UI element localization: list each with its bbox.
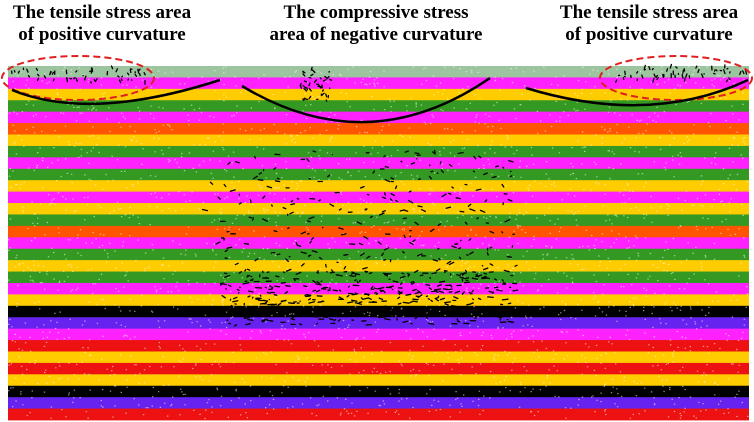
stratum-yellow (8, 180, 749, 193)
fracture-cluster-3 (299, 66, 333, 102)
fracture-cluster-5 (615, 63, 748, 83)
fracture-cluster-4 (10, 65, 146, 85)
stratum-blue (8, 317, 749, 330)
stratum-yellow (8, 203, 749, 215)
stratum-red (8, 340, 749, 352)
positive-curvature-line-right (525, 78, 749, 107)
stratum-green (8, 271, 749, 284)
stratum-magenta (8, 191, 749, 204)
stratum-orange (8, 225, 749, 238)
stratum-black (8, 305, 749, 318)
stratum-magenta (8, 237, 749, 250)
fracture-zone (10, 63, 748, 327)
stratum-orange (8, 123, 749, 135)
stratum-sage (8, 66, 749, 78)
tensile-label-left-line1: The tensile stress area (12, 2, 192, 23)
stratum-magenta (8, 157, 749, 170)
tensile-label-left: The tensile stress area of positive curv… (2, 2, 202, 46)
positive-curvature-line-left (11, 78, 221, 106)
rock-strata (8, 66, 749, 421)
fracture-cluster-2 (218, 268, 519, 327)
stratum-yellow (8, 134, 749, 147)
stratum-green (8, 168, 749, 181)
stratum-black (8, 385, 749, 398)
stratum-green (8, 248, 749, 261)
stratum-blue (8, 397, 749, 409)
compressive-label: The compressive stress area of negative … (252, 2, 500, 46)
stratum-green (8, 214, 749, 227)
compressive-label-line1: The compressive stress (283, 2, 469, 23)
tensile-label-left-line2: of positive curvature (18, 24, 186, 45)
negative-curvature-line-center (241, 76, 491, 124)
stratum-magenta (8, 111, 749, 124)
tensile-label-right-line1: The tensile stress area (559, 2, 739, 23)
stratum-magenta (8, 328, 749, 341)
tensile-label-right: The tensile stress area of positive curv… (546, 2, 752, 46)
stratum-yellow (8, 374, 749, 387)
stratum-green (8, 100, 749, 113)
tensile-zone-ellipse-right (599, 55, 753, 101)
stratum-yellow (8, 351, 749, 364)
tensile-zone-ellipse-left (1, 55, 155, 101)
stratum-green (8, 145, 749, 158)
compressive-label-line2: area of negative curvature (269, 24, 483, 45)
stratum-red (8, 408, 749, 421)
stratum-yellow (8, 88, 749, 101)
stratum-yellow (8, 260, 749, 272)
stratum-yellow (8, 294, 749, 307)
stratum-magenta (8, 77, 749, 90)
stratum-red (8, 362, 749, 375)
fracture-cluster-1 (201, 149, 518, 300)
tensile-label-right-line2: of positive curvature (565, 24, 733, 45)
annotation-overlay (1, 55, 753, 124)
